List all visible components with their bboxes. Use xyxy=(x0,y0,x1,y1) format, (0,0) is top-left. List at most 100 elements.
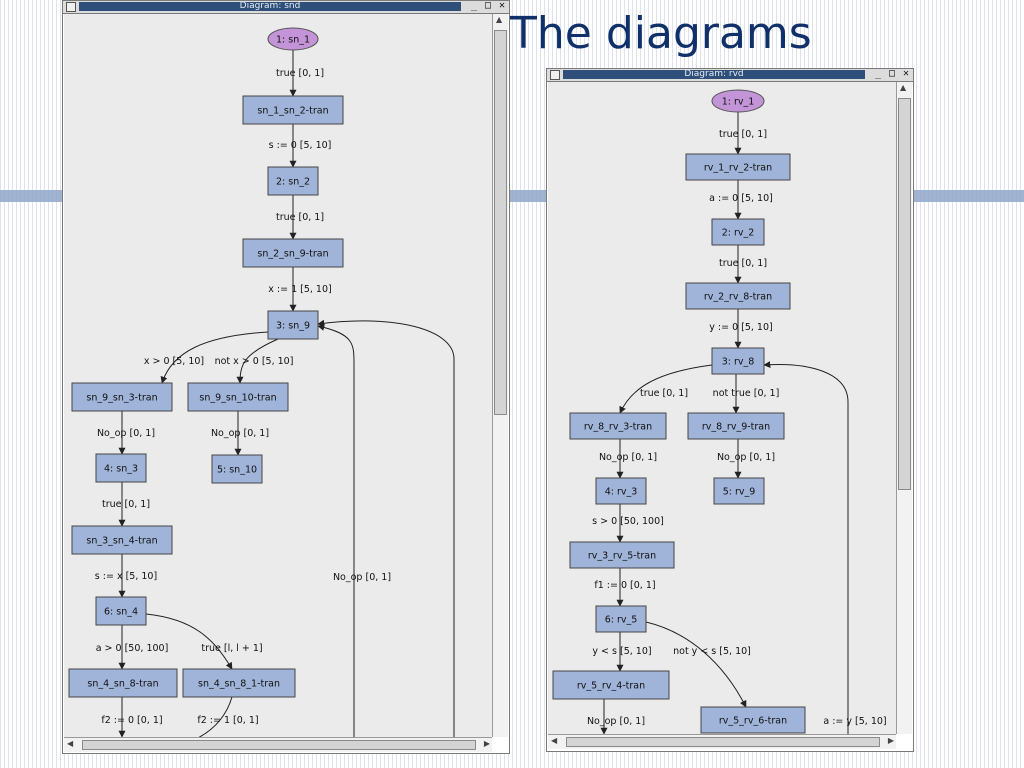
diagram-window-snd: Diagram: snd _ □ ✕ 1: sn_1 sn_1_sn_2-tran… xyxy=(62,0,510,754)
horizontal-scrollbar[interactable]: ◀ ▶ xyxy=(548,734,896,749)
edge-label: No_op [0, 1] xyxy=(717,452,775,463)
edge-label: y < s [5, 10] xyxy=(592,646,651,657)
scroll-left-icon[interactable]: ◀ xyxy=(551,736,558,745)
horizontal-scroll-thumb[interactable] xyxy=(566,737,880,747)
maximize-icon[interactable]: □ xyxy=(484,0,491,11)
transition-node[interactable]: sn_4_sn_8_1-tran xyxy=(182,668,296,698)
close-icon[interactable]: ✕ xyxy=(902,68,909,79)
node-label: 1: rv_1 xyxy=(722,97,755,108)
edge-arrow xyxy=(645,621,747,708)
transition-node[interactable]: rv_3_rv_5-tran xyxy=(569,541,675,569)
transition-node[interactable]: rv_1_rv_2-tran xyxy=(685,153,791,181)
edge-label: f2 := 0 [0, 1] xyxy=(101,715,162,726)
node-label: sn_1_sn_2-tran xyxy=(257,106,328,117)
edge-label: s > 0 [50, 100] xyxy=(592,516,664,527)
transition-node[interactable]: sn_3_sn_4-tran xyxy=(71,525,173,555)
transition-node[interactable]: rv_8_rv_3-tran xyxy=(569,412,667,440)
transition-node[interactable]: rv_5_rv_6-tran xyxy=(700,706,806,734)
state-node[interactable]: 5: sn_10 xyxy=(211,454,263,484)
state-node[interactable]: 6: sn_4 xyxy=(95,596,147,626)
vertical-scrollbar[interactable]: ▲ xyxy=(896,82,912,734)
state-node[interactable]: 3: sn_9 xyxy=(267,310,319,340)
horizontal-scroll-thumb[interactable] xyxy=(82,740,476,750)
minimize-icon[interactable]: _ xyxy=(470,0,477,11)
scroll-right-icon[interactable]: ▶ xyxy=(483,739,490,748)
vertical-scroll-thumb[interactable] xyxy=(494,30,507,415)
node-label: 4: rv_3 xyxy=(605,487,638,498)
node-label: rv_8_rv_9-tran xyxy=(702,422,770,433)
slide-title: The diagrams xyxy=(510,8,812,59)
edge-label: true [0, 1] xyxy=(276,68,324,79)
node-label: rv_1_rv_2-tran xyxy=(704,163,772,174)
transition-node[interactable]: sn_4_sn_8-tran xyxy=(68,668,178,698)
node-label: 6: sn_4 xyxy=(104,607,138,618)
transition-node[interactable]: sn_9_sn_3-tran xyxy=(71,382,173,412)
scroll-up-icon[interactable]: ▲ xyxy=(496,15,503,24)
transition-node[interactable]: rv_8_rv_9-tran xyxy=(687,412,785,440)
transition-node[interactable]: rv_2_rv_8-tran xyxy=(685,282,791,310)
vertical-scrollbar[interactable]: ▲ xyxy=(492,14,508,737)
vertical-scroll-thumb[interactable] xyxy=(898,98,911,490)
edge-label: x := 1 [5, 10] xyxy=(268,284,331,295)
node-label: 5: sn_10 xyxy=(217,465,257,476)
edge-arrow xyxy=(763,361,849,734)
edge-label: No_op [0, 1] xyxy=(333,572,391,583)
window-menu-icon[interactable] xyxy=(66,2,76,12)
diagram-window-rvd: Diagram: rvd _ □ ✕ 1: rv_1 rv_1_rv_2-tran… xyxy=(546,68,914,752)
edge-label: a > 0 [50, 100] xyxy=(96,643,169,654)
edge-label: a := y [5, 10] xyxy=(823,716,886,727)
window-menu-icon[interactable] xyxy=(550,70,560,80)
edge-arrow xyxy=(317,323,355,737)
edge-label: s := 0 [5, 10] xyxy=(269,140,332,151)
transition-node[interactable]: rv_5_rv_4-tran xyxy=(552,670,670,700)
start-node[interactable]: 1: sn_1 xyxy=(267,27,319,51)
diagram-graph: 1: sn_1 sn_1_sn_2-tran 2: sn_2 sn_2_sn_9-tr… xyxy=(68,27,455,746)
edge-arrow xyxy=(317,319,455,737)
window-title: Diagram: rvd xyxy=(684,69,744,79)
edge-arrow xyxy=(145,613,233,670)
node-label: 2: rv_2 xyxy=(722,228,755,239)
start-node[interactable]: 1: rv_1 xyxy=(711,89,765,113)
edge-arrow xyxy=(236,338,279,384)
node-label: rv_5_rv_6-tran xyxy=(719,716,787,727)
node-label: sn_9_sn_10-tran xyxy=(199,393,276,404)
node-label: rv_5_rv_4-tran xyxy=(577,681,645,692)
edge-label: true [0, 1] xyxy=(719,129,767,140)
diagram-canvas[interactable]: 1: sn_1 sn_1_sn_2-tran 2: sn_2 sn_2_sn_9-tr… xyxy=(64,14,492,746)
state-node[interactable]: 2: rv_2 xyxy=(711,218,765,246)
node-label: sn_4_sn_8-tran xyxy=(87,679,158,690)
maximize-icon[interactable]: □ xyxy=(888,68,895,79)
state-node[interactable]: 4: sn_3 xyxy=(95,453,147,483)
minimize-icon[interactable]: _ xyxy=(874,68,881,79)
node-label: 6: rv_5 xyxy=(605,615,638,626)
diagram-canvas[interactable]: 1: rv_1 rv_1_rv_2-tran 2: rv_2 rv_2_rv_8-tr… xyxy=(548,82,896,735)
scroll-up-icon[interactable]: ▲ xyxy=(900,83,907,92)
diagram-graph: 1: rv_1 rv_1_rv_2-tran 2: rv_2 rv_2_rv_8-tr… xyxy=(552,89,887,735)
state-node[interactable]: 3: rv_8 xyxy=(711,347,765,375)
state-node[interactable]: 2: sn_2 xyxy=(267,166,319,196)
state-node[interactable]: 4: rv_3 xyxy=(595,477,647,505)
edge-label: true [0, 1] xyxy=(719,258,767,269)
horizontal-scrollbar[interactable]: ◀ ▶ xyxy=(64,737,492,752)
transition-node[interactable]: sn_9_sn_10-tran xyxy=(187,382,289,412)
node-label: rv_2_rv_8-tran xyxy=(704,292,772,303)
state-node[interactable]: 5: rv_9 xyxy=(713,477,765,505)
edge-label: f1 := 0 [0, 1] xyxy=(594,580,655,591)
edge-label: true [l, l + 1] xyxy=(201,643,262,654)
close-icon[interactable]: ✕ xyxy=(498,0,505,11)
transition-node[interactable]: sn_1_sn_2-tran xyxy=(242,95,344,125)
node-label: 3: sn_9 xyxy=(276,321,310,332)
window-titlebar[interactable]: Diagram: rvd _ □ ✕ xyxy=(547,68,913,82)
node-label: 3: rv_8 xyxy=(722,357,755,368)
transition-node[interactable]: sn_2_sn_9-tran xyxy=(242,238,344,268)
edge-label: f2 := 1 [0, 1] xyxy=(197,715,258,726)
edge-arrow xyxy=(160,331,269,384)
scroll-right-icon[interactable]: ▶ xyxy=(887,736,894,745)
state-node[interactable]: 6: rv_5 xyxy=(595,605,647,633)
scroll-left-icon[interactable]: ◀ xyxy=(67,739,74,748)
edge-label: true [0, 1] xyxy=(276,212,324,223)
edge-label: a := 0 [5, 10] xyxy=(709,193,773,204)
node-label: sn_3_sn_4-tran xyxy=(86,536,157,547)
edge-label: true [0, 1] xyxy=(102,499,150,510)
window-titlebar[interactable]: Diagram: snd _ □ ✕ xyxy=(63,0,509,14)
